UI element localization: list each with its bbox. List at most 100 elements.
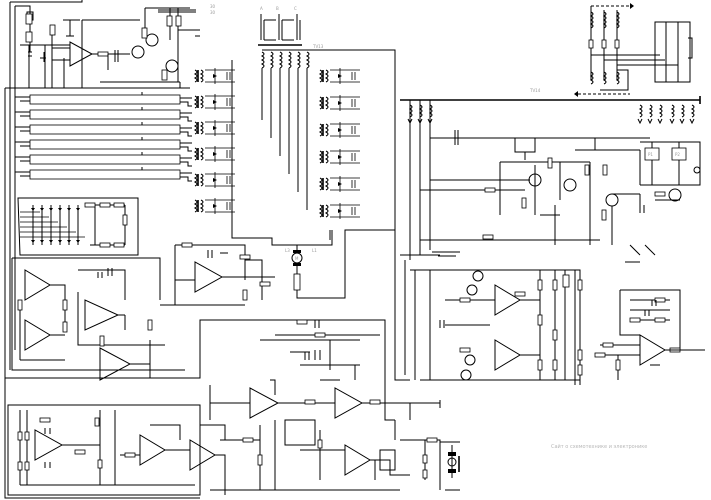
pulse-transformer-left-coil bbox=[193, 95, 198, 109]
pulse-transformer-right-rc bbox=[330, 68, 360, 84]
resistor-rg7 bbox=[459, 297, 471, 303]
indicator-lamp bbox=[693, 166, 701, 174]
channel-bus-bar bbox=[29, 169, 181, 180]
relay-logic-section: P1 P2 bbox=[407, 100, 701, 260]
pulse-transformer-right-coil bbox=[318, 150, 323, 164]
pulse-transformer-left-diode bbox=[213, 152, 217, 156]
resistor-rg8 bbox=[459, 347, 471, 353]
resistor-rb6 bbox=[97, 459, 103, 469]
resistor-rg1 bbox=[537, 279, 543, 291]
secondary-winding bbox=[305, 51, 310, 69]
resistor-r2 bbox=[25, 31, 33, 43]
pulse-transformer-right-coil bbox=[318, 96, 323, 110]
pulse-transformer-right-rc bbox=[330, 203, 360, 219]
fuse-1 bbox=[588, 39, 594, 49]
resistor-rm3 bbox=[113, 202, 125, 208]
resistor-rm1 bbox=[84, 202, 96, 208]
aux-primary-coil bbox=[602, 11, 607, 29]
input-amplifier-section: 30 30 bbox=[9, 0, 216, 88]
aux-transformer-section: TV14 bbox=[400, 3, 701, 104]
diode-matrix-section bbox=[17, 197, 139, 256]
pulse-transformer-left-rc bbox=[205, 68, 235, 84]
resistor-rf2 bbox=[482, 234, 494, 240]
fuse-coil bbox=[690, 104, 695, 118]
pulse-transformer-column-left bbox=[193, 68, 235, 214]
fuse-coil bbox=[408, 104, 413, 118]
pulse-transformer-right-rc bbox=[330, 149, 360, 165]
resistor-rf7 bbox=[601, 209, 607, 221]
pulse-transformer-right-coil bbox=[318, 69, 323, 83]
pulse-transformer-right-coil bbox=[318, 204, 323, 218]
resistor-rm5 bbox=[113, 242, 125, 248]
resistor-rg2 bbox=[552, 279, 558, 291]
resistor-rf6 bbox=[584, 164, 590, 176]
resistor-ra1 bbox=[62, 299, 68, 311]
resistor-r4 bbox=[97, 51, 109, 57]
pulse-control-op-amp bbox=[160, 242, 275, 306]
resistor-rg4 bbox=[552, 329, 558, 341]
transistor-vt3 bbox=[165, 59, 179, 73]
fuse-coil bbox=[658, 104, 663, 118]
pulse-transformer-left-coil bbox=[193, 147, 198, 161]
op-amp-da8 bbox=[189, 439, 216, 471]
op-amp-da1 bbox=[194, 261, 224, 293]
resistor-r8 bbox=[161, 69, 168, 81]
pulse-transformer-left-rc bbox=[205, 94, 235, 110]
resistor-rd1 bbox=[317, 439, 323, 449]
routing-wires bbox=[329, 229, 396, 440]
pulse-transformer-right-coil bbox=[324, 204, 329, 218]
pulse-transformer-right-coil bbox=[324, 123, 329, 137]
arrow-mark bbox=[637, 118, 643, 125]
label-transformer-main: TV13 bbox=[312, 44, 324, 49]
label-phase-b: B bbox=[276, 6, 279, 11]
pulse-transformer-right-coil bbox=[324, 96, 329, 110]
resistor-rb9 bbox=[39, 417, 51, 423]
resistor-r6 bbox=[166, 15, 173, 27]
transistor-vt9 bbox=[466, 284, 478, 296]
label-output-1: 30 bbox=[210, 4, 216, 9]
pulse-transformer-right-diode bbox=[338, 155, 342, 159]
resistor-rb7 bbox=[74, 449, 86, 455]
pulse-transformer-right-diode bbox=[338, 74, 342, 78]
resistor-rd4 bbox=[304, 399, 316, 405]
pulse-transformer-left-coil bbox=[193, 69, 198, 83]
label-transformer-aux: TV14 bbox=[529, 88, 541, 93]
resistor-rb2 bbox=[24, 431, 30, 441]
transistor-vt5 bbox=[563, 178, 577, 192]
arrow-mark bbox=[417, 118, 423, 125]
aux-primary-coil bbox=[615, 11, 620, 29]
resistor-rm4 bbox=[99, 242, 111, 248]
resistor-re3 bbox=[426, 437, 438, 443]
resistor-rg6 bbox=[552, 359, 558, 371]
transistor-vt1 bbox=[131, 45, 145, 59]
pulse-transformer-right-diode bbox=[338, 209, 342, 213]
resistor-rf5 bbox=[602, 164, 608, 176]
aux-secondary-coil bbox=[602, 71, 607, 85]
regulator-op-amps-left bbox=[11, 257, 165, 381]
motor-output-icon[interactable] bbox=[447, 457, 457, 467]
label-motor: M bbox=[295, 256, 299, 261]
channel-wire bbox=[15, 137, 192, 152]
resistor-rm6 bbox=[122, 214, 128, 226]
resistor-rh6 bbox=[654, 317, 666, 323]
pulse-transformer-left-diode bbox=[213, 100, 217, 104]
op-amp-da11 bbox=[344, 444, 371, 476]
channel-wire bbox=[15, 107, 192, 122]
arrow-mark bbox=[657, 118, 663, 125]
op-amp-da12 bbox=[494, 284, 521, 316]
aux-secondary-coil bbox=[589, 71, 594, 85]
transistor-vt11 bbox=[460, 369, 472, 381]
resistor-rm2 bbox=[99, 202, 111, 208]
channel-bus-bar bbox=[29, 94, 181, 105]
op-amp-da13 bbox=[494, 339, 521, 371]
resistor-rf8 bbox=[654, 191, 666, 197]
resistor-rh4 bbox=[654, 297, 666, 303]
potentiometer-rg10 bbox=[562, 274, 570, 288]
resistor-rd5 bbox=[369, 399, 381, 405]
fuse-coil bbox=[428, 104, 433, 118]
resistor-rc1 bbox=[181, 242, 193, 248]
aux-primary-coil bbox=[589, 11, 594, 29]
label-l3: L3 bbox=[285, 248, 290, 253]
label-output-2: 30 bbox=[210, 10, 216, 15]
resistor-rc4 bbox=[242, 289, 248, 301]
